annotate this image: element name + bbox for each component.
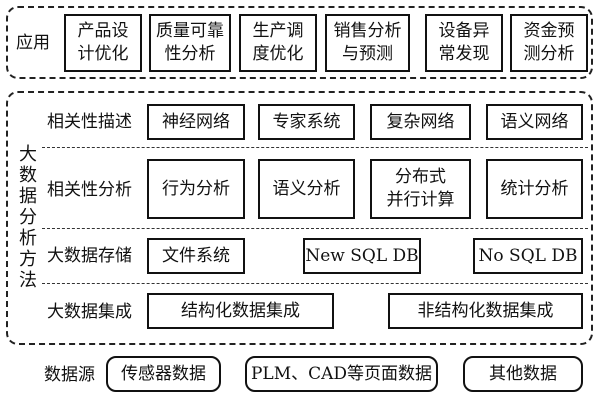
method-neural-network: 神经网络 (147, 104, 245, 140)
app-item-fund-forecast: 资金预 测分析 (510, 14, 588, 72)
application-layer (6, 6, 593, 79)
data-source-label: 数据源 (44, 365, 95, 385)
source-other-data: 其他数据 (463, 356, 583, 392)
method-behavior-analysis: 行为分析 (147, 159, 245, 219)
app-item-sales-forecast: 销售分析 与预测 (325, 14, 410, 72)
divider (42, 228, 588, 229)
method-distributed-computing: 分布式 并行计算 (370, 159, 471, 219)
method-expert-system: 专家系统 (258, 104, 355, 140)
application-label: 应用 (16, 33, 50, 53)
app-item-quality-reliability: 质量可靠 性分析 (149, 14, 231, 72)
integration-unstructured: 非结构化数据集成 (388, 293, 583, 329)
app-item-product-design: 产品设 计优化 (64, 14, 142, 72)
method-complex-network: 复杂网络 (370, 104, 471, 140)
integration-structured: 结构化数据集成 (147, 293, 334, 329)
storage-file-system: 文件系统 (147, 238, 245, 274)
methods-layer (6, 91, 593, 345)
correlation-description-label: 相关性描述 (47, 112, 132, 132)
source-sensor-data: 传感器数据 (106, 356, 221, 392)
correlation-analysis-label: 相关性分析 (47, 180, 132, 200)
method-statistical-analysis: 统计分析 (486, 159, 583, 219)
integration-label: 大数据集成 (47, 302, 132, 322)
method-semantic-network: 语义网络 (486, 104, 583, 140)
storage-label: 大数据存储 (47, 246, 132, 266)
storage-nosql-db: No SQL DB (473, 238, 583, 274)
divider (42, 283, 588, 284)
divider (42, 147, 588, 148)
storage-newsql-db: New SQL DB (303, 238, 421, 274)
app-item-production-scheduling: 生产调 度优化 (239, 14, 317, 72)
methods-side-label: 大数据分析方法 (19, 144, 37, 291)
app-item-equipment-anomaly: 设备异 常发现 (425, 14, 503, 72)
method-semantic-analysis: 语义分析 (258, 159, 355, 219)
source-plm-cad-data: PLM、CAD等页面数据 (245, 356, 438, 392)
